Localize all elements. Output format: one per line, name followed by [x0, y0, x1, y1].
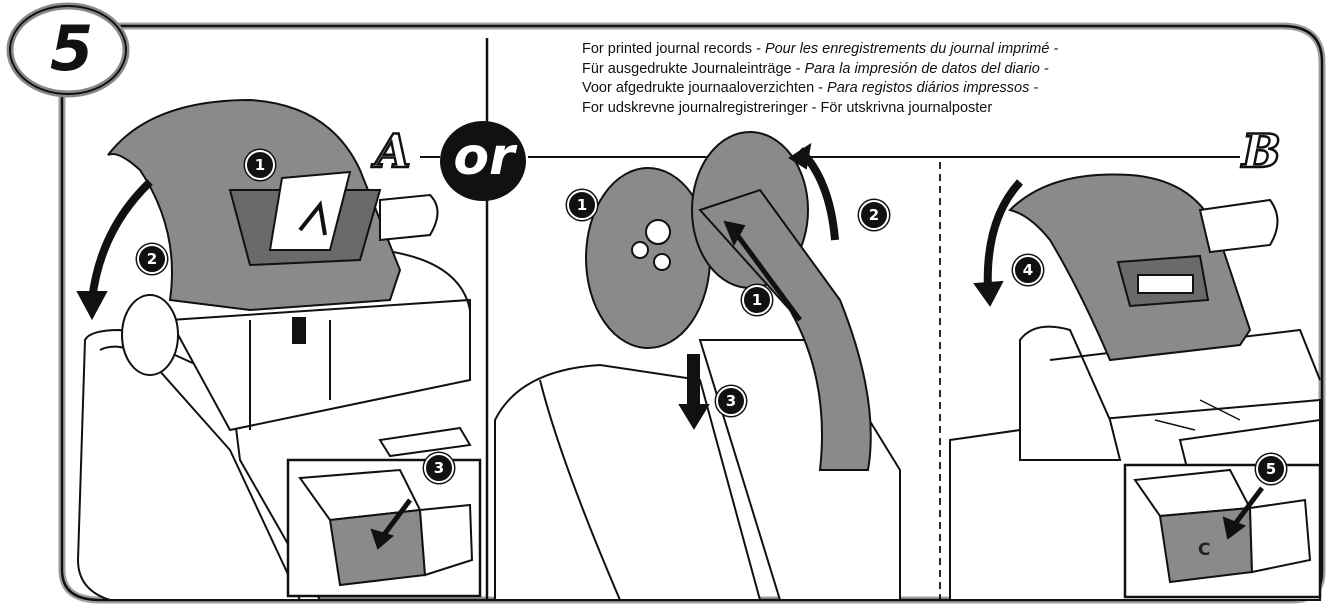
instruction-line-3-normal: Voor afgedrukte journaaloverzichten - — [582, 80, 827, 96]
instruction-line-3-italic: Para registos diários impressos - — [827, 80, 1038, 96]
option-a-label: A — [375, 124, 411, 178]
instruction-line-3: Voor afgedrukte journaaloverzichten - Pa… — [582, 79, 1058, 99]
instruction-line-2-italic: Para la impresión de datos del diario - — [804, 61, 1048, 77]
callout-a2: 2 — [137, 244, 167, 274]
instruction-line-4-normal: For udskrevne journalregistreringer - Fö… — [582, 100, 992, 116]
instruction-line-1-italic: Pour les enregistrements du journal impr… — [765, 41, 1058, 57]
panel-middle — [495, 132, 900, 600]
instruction-line-1-normal: For printed journal records - — [582, 41, 765, 57]
instruction-text: For printed journal records - Pour les e… — [582, 40, 1058, 118]
step-number-label: 5 — [50, 12, 93, 85]
callout-mid1b: 1 — [742, 285, 772, 315]
instruction-line-1: For printed journal records - Pour les e… — [582, 40, 1058, 60]
callout-a1: 1 — [245, 150, 275, 180]
instruction-line-4: For udskrevne journalregistreringer - Fö… — [582, 99, 1058, 119]
callout-mid2: 2 — [859, 200, 889, 230]
instruction-line-2-normal: Für ausgedrukte Journaleinträge - — [582, 61, 804, 77]
panel-b — [950, 174, 1320, 600]
callout-mid1: 1 — [567, 190, 597, 220]
callout-mid3: 3 — [716, 386, 746, 416]
or-label: or — [444, 126, 524, 188]
option-b-label: B — [1242, 124, 1281, 178]
callout-b4: 4 — [1013, 255, 1043, 285]
instruction-line-2: Für ausgedrukte Journaleinträge - Para l… — [582, 60, 1058, 80]
panel-a — [78, 100, 480, 600]
clear-key-label: C — [1198, 540, 1210, 560]
callout-a3: 3 — [424, 453, 454, 483]
step-number-wrapper: 5 — [10, 6, 122, 94]
callout-b5: 5 — [1256, 454, 1286, 484]
